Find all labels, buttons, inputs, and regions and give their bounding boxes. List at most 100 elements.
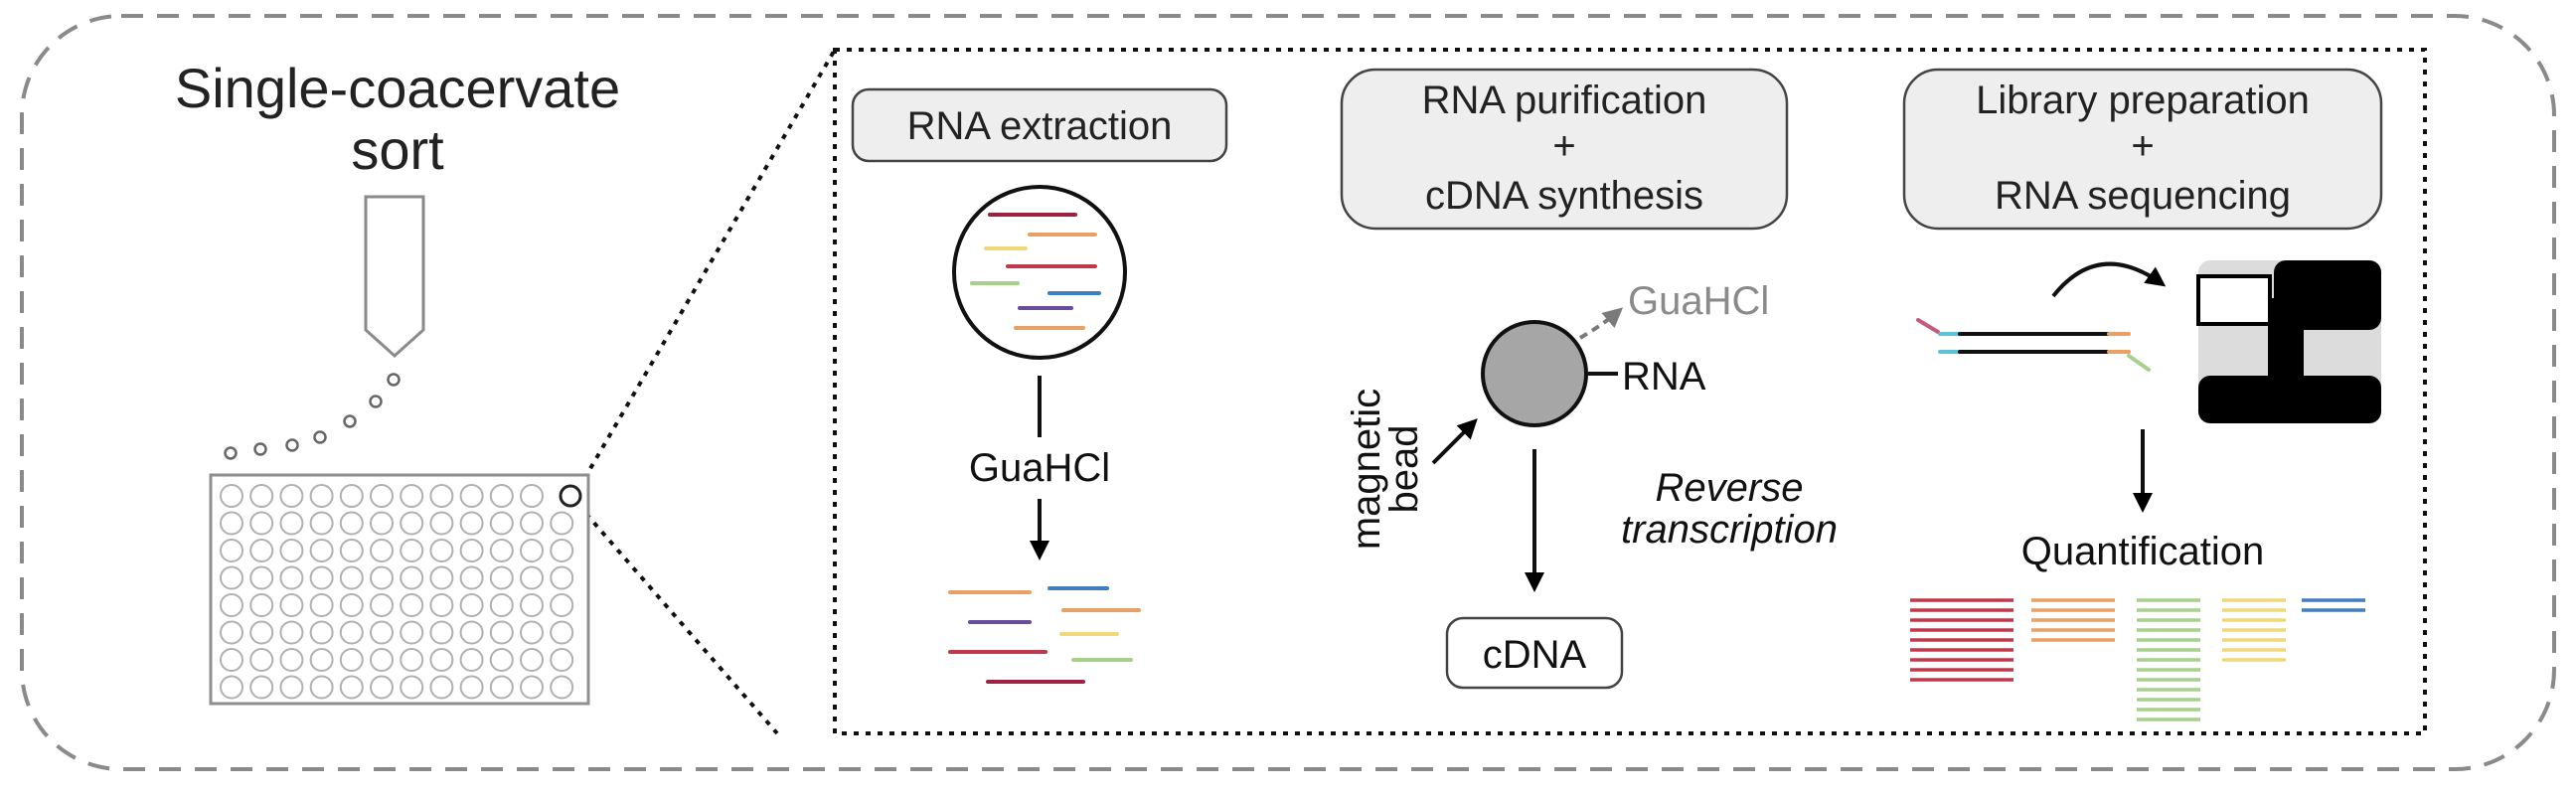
- well: [309, 539, 334, 562]
- selected-well: [559, 484, 582, 508]
- well: [400, 539, 424, 562]
- magnetic-bead-icon: [1481, 320, 1588, 427]
- well: [220, 593, 243, 617]
- well: [220, 539, 243, 562]
- well: [249, 620, 274, 645]
- well: [520, 484, 544, 508]
- cdna-label: cDNA: [1483, 633, 1587, 677]
- purification-line1: RNA purification: [1422, 79, 1707, 122]
- rna-extraction-box: [851, 87, 1228, 163]
- library-fragment: [1916, 318, 2151, 372]
- droplet-trail: [224, 373, 401, 460]
- rt-label-line1: Reverse: [1656, 466, 1804, 510]
- coacervate-droplet-icon: [952, 185, 1127, 360]
- well: [520, 620, 544, 645]
- well: [459, 484, 484, 508]
- well: [520, 593, 544, 617]
- well: [489, 511, 514, 536]
- well: [489, 620, 514, 645]
- well: [279, 593, 304, 617]
- well: [309, 675, 334, 700]
- well: [249, 593, 274, 617]
- guahcl-out-label: GuaHCl: [1628, 279, 1769, 323]
- bead-pointer-arrow: [1431, 418, 1478, 465]
- well: [489, 565, 514, 590]
- well: [370, 593, 394, 617]
- well: [459, 675, 484, 700]
- sequencing-line2: RNA sequencing: [1995, 174, 2291, 218]
- well: [339, 484, 364, 508]
- well: [339, 539, 364, 562]
- well: [429, 539, 454, 562]
- well: [370, 565, 394, 590]
- well: [249, 539, 274, 562]
- well: [249, 484, 274, 508]
- well: [429, 565, 454, 590]
- well: [429, 593, 454, 617]
- well: [550, 648, 574, 672]
- well: [279, 675, 304, 700]
- title-line1: Single-coacervate: [175, 57, 620, 119]
- extracted-rna-strands: [948, 586, 1141, 684]
- rna-label: RNA: [1622, 355, 1706, 398]
- well: [489, 675, 514, 700]
- inner-dotted-panel: [833, 48, 2427, 735]
- well: [309, 565, 334, 590]
- sequencing-box: [1902, 68, 2383, 231]
- well: [489, 539, 514, 562]
- well: [520, 648, 544, 672]
- well: [489, 484, 514, 508]
- well: [550, 565, 574, 590]
- title-line2: sort: [351, 118, 444, 181]
- well: [279, 484, 304, 508]
- well: [309, 620, 334, 645]
- guahcl-removal-arrow: [1578, 307, 1624, 340]
- extraction-reagent: GuaHCl: [969, 446, 1110, 490]
- zoom-line-top: [576, 48, 837, 491]
- well: [339, 675, 364, 700]
- well: [370, 539, 394, 562]
- sequencer-icon: [2196, 260, 2381, 423]
- well: [220, 675, 243, 700]
- outer-dashed-frame: [20, 14, 2556, 771]
- cdna-box: [1445, 616, 1624, 690]
- well: [429, 675, 454, 700]
- well: [249, 675, 274, 700]
- well: [370, 484, 394, 508]
- well: [279, 565, 304, 590]
- well: [429, 648, 454, 672]
- well: [220, 511, 243, 536]
- bead-label: magnetic bead: [1345, 389, 1426, 550]
- well: [309, 484, 334, 508]
- well: [220, 648, 243, 672]
- well: [400, 511, 424, 536]
- well: [520, 675, 544, 700]
- bead-label-line1: magnetic: [1345, 389, 1388, 550]
- well: [489, 648, 514, 672]
- well: [429, 511, 454, 536]
- plate-wells: [220, 484, 574, 700]
- well: [249, 511, 274, 536]
- well: [400, 484, 424, 508]
- well: [520, 539, 544, 562]
- rna-extraction-label: RNA extraction: [907, 104, 1173, 148]
- well: [249, 648, 274, 672]
- well: [339, 648, 364, 672]
- to-sequencer-arrow: [2051, 261, 2167, 298]
- well: [459, 539, 484, 562]
- sorting-nozzle-icon: [364, 195, 425, 359]
- well: [279, 511, 304, 536]
- well: [429, 620, 454, 645]
- well: [400, 565, 424, 590]
- well: [339, 593, 364, 617]
- purification-line2: cDNA synthesis: [1425, 174, 1703, 218]
- purification-box: [1340, 68, 1789, 231]
- droplet-rna-strands: [970, 213, 1101, 330]
- well: [400, 648, 424, 672]
- well: [279, 539, 304, 562]
- well: [459, 620, 484, 645]
- well: [550, 539, 574, 562]
- well: [550, 511, 574, 536]
- well: [400, 675, 424, 700]
